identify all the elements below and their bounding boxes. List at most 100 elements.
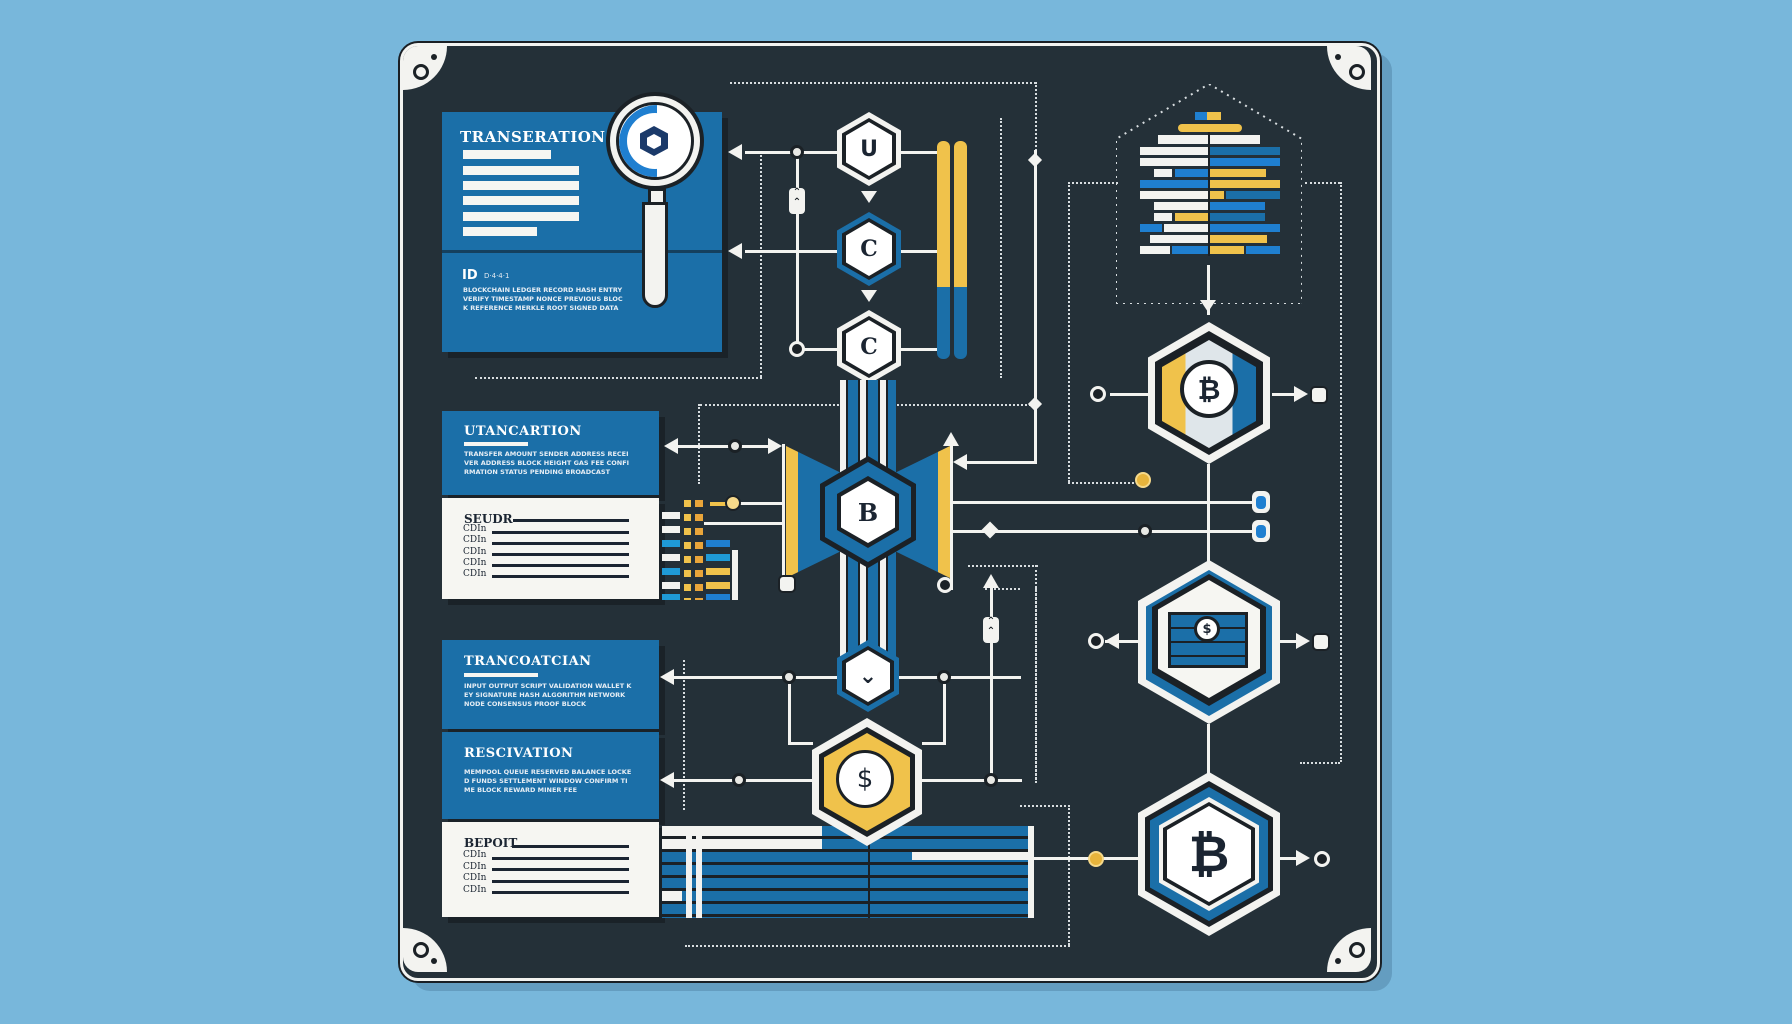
connector-line [796,348,841,351]
status-indicator [1252,491,1270,513]
connector-line [735,502,785,505]
connector-line [953,501,1253,504]
connector-node [1314,851,1330,867]
dotted-guide [730,82,1036,84]
text-line [464,673,538,677]
ledger-bars [662,826,1034,918]
connector-line [788,742,813,745]
arrow-left-icon [660,772,674,788]
dotted-guide [1340,182,1342,762]
connector-node [937,577,953,593]
dotted-guide [760,152,762,377]
corner-screw-icon [403,928,447,972]
connector-line [788,684,791,744]
dollar-icon: $ [836,750,894,808]
connector-node [984,773,998,787]
text-line [492,857,629,860]
connector-line [1110,393,1150,396]
connector-node [778,575,796,593]
connector-line [710,502,735,506]
chevron-down-icon: ⌄ [846,650,890,702]
connector-node [728,439,742,453]
text-line [492,553,629,556]
connector-line [943,684,946,744]
connector-line [1034,150,1037,464]
text-line [492,564,629,567]
connector-node [937,670,951,684]
text-line [463,227,537,236]
row-label: CDIn [463,862,487,872]
arrow-right-icon [768,438,782,454]
text-line [463,150,551,159]
card-body: MEMPOOL QUEUE RESERVED BALANCE LOCKED FU… [464,768,632,794]
dotted-guide [1300,762,1340,764]
progress-bar-pair [937,141,971,359]
connector-node [732,773,746,787]
connector-line [901,250,939,253]
dotted-guide [1035,588,1037,783]
text-line [463,212,579,221]
connector-node [725,495,741,511]
card-title: UTANCARTION [464,424,582,439]
card-id-meta: D·4·4·1 [484,272,510,280]
arrow-left-icon [1105,633,1119,649]
dotted-guide [1068,482,1146,484]
dotted-guide [698,404,700,484]
arrow-left-icon [660,669,674,685]
dotted-guide [683,660,685,810]
connector-node [1312,633,1330,651]
connector-line [966,461,1036,464]
corner-screw-icon [1327,46,1371,90]
status-indicator [1252,520,1270,542]
arrow-up-icon [943,432,959,446]
card-title: RESCIVATION [464,746,574,761]
connector-line [922,742,946,745]
connector-line [745,250,841,253]
row-label: CDIn [463,524,487,534]
transaction-card [442,411,659,495]
connector-node [1138,524,1152,538]
row-label: CDIn [463,873,487,883]
connector-line [1280,857,1300,860]
connector-line [672,676,844,679]
arrow-down-icon [861,290,877,302]
arrow-right-icon [1294,386,1308,402]
card-title: TRANCOATCIAN [464,654,592,669]
connector-line [896,676,1021,679]
connector-line [922,779,1022,782]
connector-node [1090,386,1106,402]
card-id-label: ID [462,268,478,283]
text-line [463,166,579,175]
coin-icon: $ [1194,616,1220,642]
card-body: BLOCKCHAIN LEDGER RECORD HASH ENTRY VERI… [463,286,623,312]
text-line [492,891,629,894]
arrow-left-icon [728,243,742,259]
dotted-guide [1068,805,1070,945]
arrow-up-icon [983,574,999,588]
bitcoin-icon: ₿ [1167,806,1251,902]
connector-line [901,348,939,351]
dotted-guide [968,565,1038,567]
blockchain-stack-icon [1140,112,1280,257]
dotted-guide [985,588,1020,590]
text-line [513,519,629,522]
text-line [463,196,579,205]
connector-line [676,445,778,448]
connector-line [1280,640,1300,643]
row-label: CDIn [463,569,487,579]
row-label: CDIn [463,850,487,860]
arrow-down-icon [1200,300,1216,312]
dotted-guide [1000,118,1002,378]
row-label: CDIn [463,535,487,545]
search-icon [606,92,714,322]
dotted-guide [1068,182,1118,184]
arrow-right-icon [1296,633,1310,649]
text-line [512,845,629,848]
chevron-up-icon: ⌃⌃ [983,617,999,643]
dotted-guide [685,945,1070,947]
row-label: CDIn [463,885,487,895]
arrow-right-icon [1296,850,1310,866]
arrow-left-icon [664,438,678,454]
connector-line [1105,640,1138,643]
connector-line [704,522,784,525]
